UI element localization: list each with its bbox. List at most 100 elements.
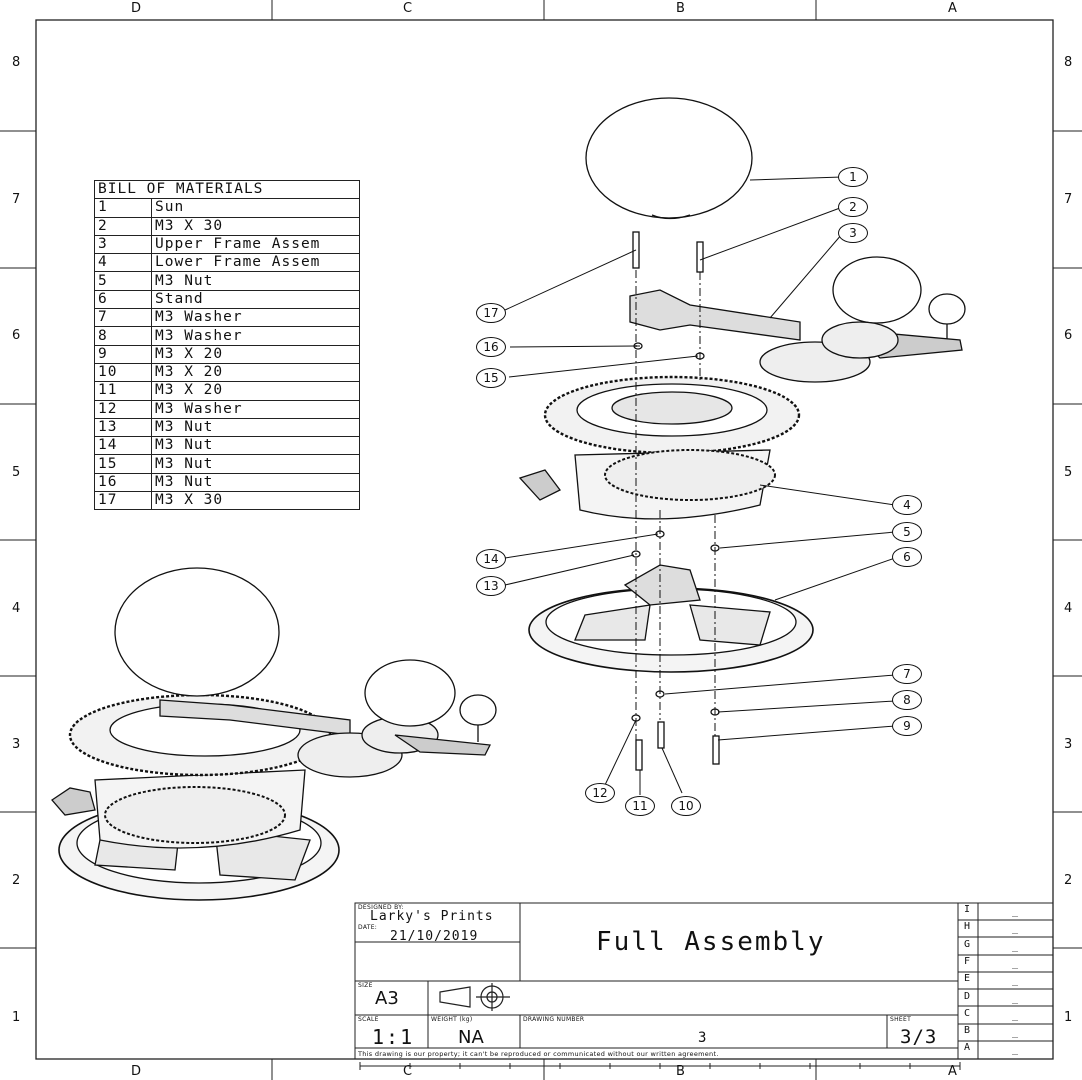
bom-item-description: M3 Nut [151,271,360,291]
moon-sphere [928,293,966,325]
zone-row-right-1: 1 [1064,1010,1073,1025]
revision-value: _ [1012,923,1019,935]
bom-item-description: M3 X 20 [151,362,360,383]
revision-value: _ [1012,957,1019,969]
zone-col-top-2: C [403,1,413,16]
drawing-number-value: 3 [698,1030,707,1046]
bom-item-description: M3 Washer [151,399,360,419]
bom-item-number: 16 [94,472,152,493]
sheet-label: SHEET [890,1016,912,1023]
bom-item-description: M3 Nut [151,417,360,438]
zone-row-left-2: 2 [12,873,21,888]
planet-sphere [832,256,922,324]
bom-item-number: 4 [94,253,152,273]
bom-item-number: 12 [94,399,152,419]
bom-item-description: M3 X 30 [151,491,360,511]
zone-col-bottom-2: C [403,1064,413,1079]
item-balloon-11: 11 [625,796,655,816]
bom-item-description: M3 Nut [151,472,360,493]
leader-lines [504,176,896,795]
zone-row-left-3: 3 [12,737,21,752]
bom-item-description: Sun [151,198,360,218]
size-label: SIZE [358,982,373,989]
bom-item-number: 15 [94,454,152,474]
item-balloon-16: 16 [476,337,506,357]
item-balloon-3: 3 [838,223,868,243]
revision-letter: D [964,990,971,1002]
zone-row-left-6: 6 [12,328,21,343]
drawing-number-label: DRAWING NUMBER [523,1016,585,1023]
bom-item-description: Upper Frame Assem [151,234,360,255]
zone-row-left-1: 1 [12,1010,21,1025]
date-label: DATE: [358,924,378,931]
bom-item-description: M3 X 20 [151,381,360,401]
weight-value: NA [458,1027,484,1048]
bom-item-number: 14 [94,436,152,456]
revision-letter: H [964,921,971,933]
bom-item-number: 9 [94,344,152,364]
item-balloon-2: 2 [838,197,868,217]
item-balloon-15: 15 [476,368,506,388]
scale-value: 1:1 [372,1025,415,1049]
item-balloon-1: 1 [838,167,868,187]
revision-letter: C [964,1007,971,1019]
weight-label: WEIGHT (kg) [431,1016,473,1023]
zone-row-right-8: 8 [1064,55,1073,70]
sheet-value: 3/3 [900,1026,938,1048]
zone-row-right-2: 2 [1064,873,1073,888]
assembled-view [51,567,497,901]
property-notice: This drawing is our property; it can't b… [358,1050,719,1058]
zone-row-right-7: 7 [1064,192,1073,207]
bom-item-description: M3 X 30 [151,216,360,236]
revision-letter: A [964,1042,971,1054]
item-balloon-13: 13 [476,576,506,596]
bom-item-number: 6 [94,289,152,310]
item-balloon-17: 17 [476,303,506,323]
zone-row-left-4: 4 [12,601,21,616]
revision-value: _ [1012,940,1019,952]
bom-item-description: M3 Washer [151,326,360,346]
bom-item-number: 5 [94,271,152,291]
bom-item-number: 3 [94,234,152,255]
item-balloon-4: 4 [892,495,922,515]
designed-by-label: DESIGNED BY: [358,904,404,911]
zone-row-left-7: 7 [12,192,21,207]
zone-col-top-3: B [676,1,685,16]
date-value: 21/10/2019 [390,929,479,944]
third-angle-projection-icon [439,983,510,1011]
bom-item-description: Lower Frame Assem [151,253,360,273]
scale-label: SCALE [358,1016,379,1023]
revision-letter: I [964,904,971,915]
title-block-grid [354,902,1054,1060]
item-balloon-10: 10 [671,796,701,816]
item-balloon-6: 6 [892,547,922,567]
zone-col-top-4: A [948,1,957,16]
bom-item-description: M3 Nut [151,436,360,456]
bom-item-description: M3 Nut [151,454,360,474]
item-balloon-9: 9 [892,716,922,736]
zone-row-left-5: 5 [12,465,21,480]
revision-value: _ [1012,1027,1019,1039]
zone-row-right-4: 4 [1064,601,1073,616]
drawing-title: Full Assembly [596,927,826,957]
bom-item-number: 8 [94,326,152,346]
sun-sphere [585,97,753,219]
bom-item-number: 10 [94,362,152,383]
zone-row-right-3: 3 [1064,737,1073,752]
bom-item-number: 11 [94,381,152,401]
